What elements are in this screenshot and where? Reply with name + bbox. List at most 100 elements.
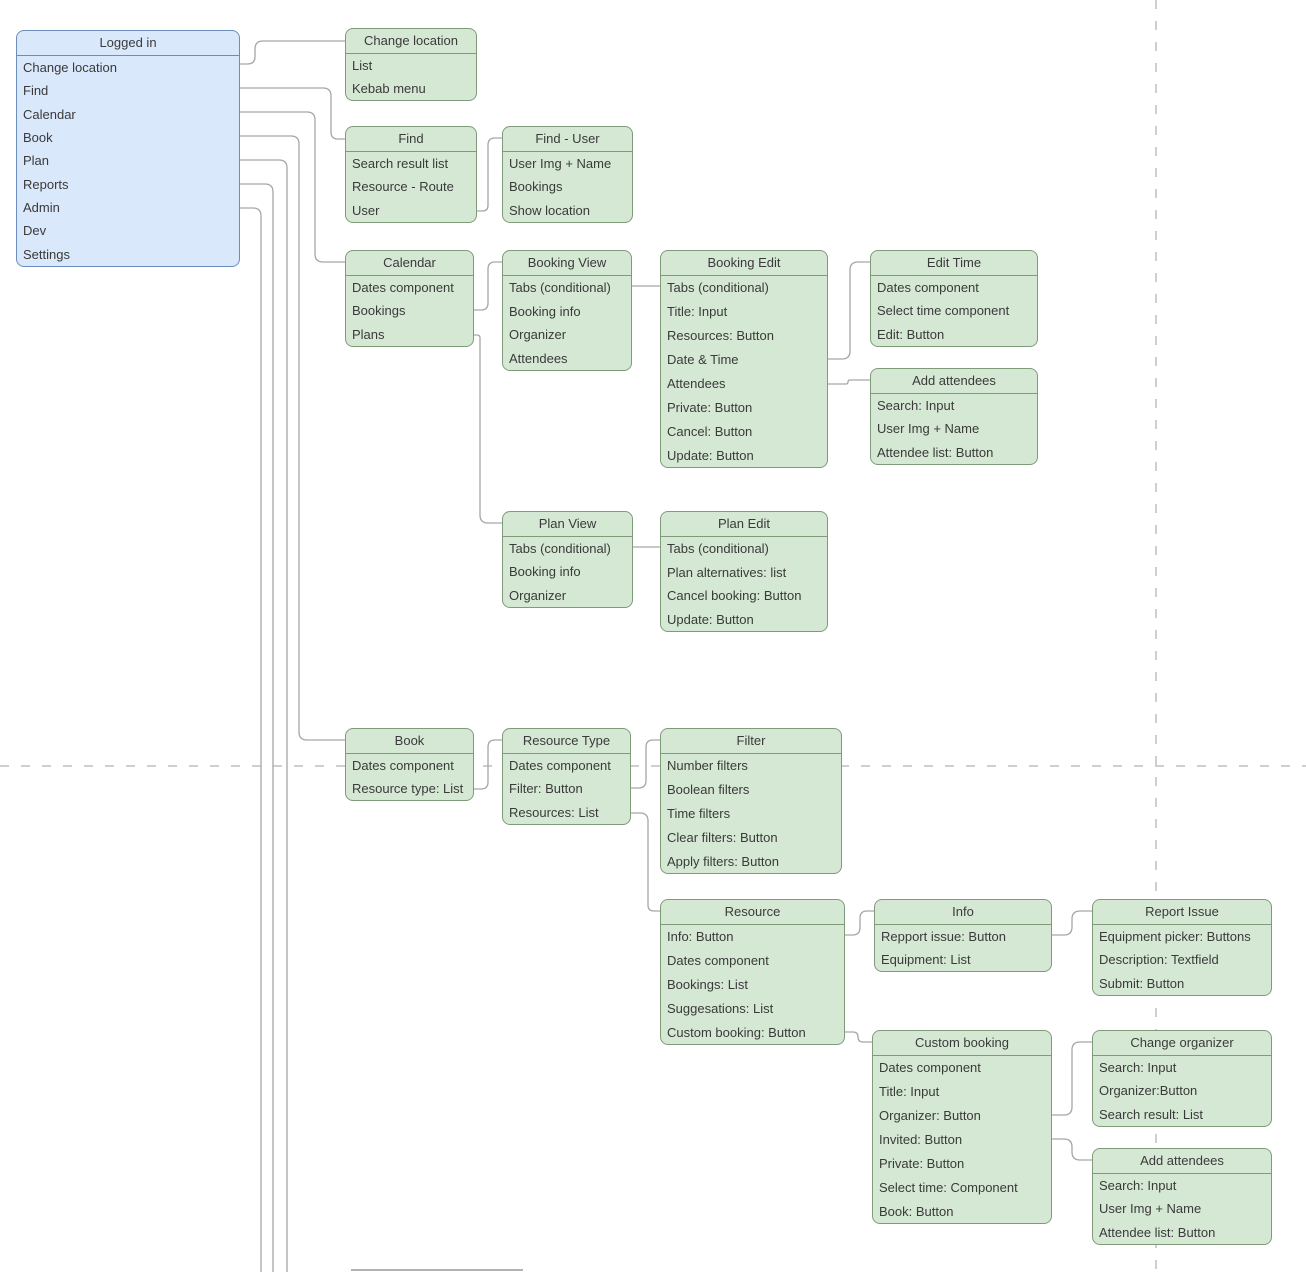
edge-logged-in:change-location--change-location[interactable] bbox=[240, 40, 345, 65]
node-row[interactable]: Dates component bbox=[509, 758, 611, 774]
node-row[interactable]: Dates component bbox=[352, 758, 454, 773]
edge-logged-in:book--book[interactable] bbox=[240, 135, 345, 741]
node-row[interactable]: Dates component bbox=[879, 1060, 981, 1076]
node-row[interactable]: Bookings: List bbox=[667, 976, 748, 992]
node-row[interactable]: Update: Button bbox=[667, 611, 754, 627]
node-row[interactable]: Book: Button bbox=[879, 1203, 954, 1219]
node-row[interactable]: Tabs (conditional) bbox=[509, 280, 611, 296]
node-row[interactable]: Search: Input bbox=[1099, 1060, 1177, 1076]
node-row[interactable]: Booking info bbox=[509, 564, 581, 580]
node-row[interactable]: Show location bbox=[509, 202, 590, 218]
node-row[interactable]: Attendees bbox=[667, 375, 726, 391]
node-row[interactable]: Private: Button bbox=[879, 1155, 965, 1171]
node-row[interactable]: Tabs (conditional) bbox=[667, 541, 769, 557]
node-row[interactable]: Resource - Route bbox=[352, 179, 454, 195]
node-row[interactable]: Admin bbox=[23, 200, 60, 216]
node-row[interactable]: Search result list bbox=[352, 156, 449, 172]
node-row[interactable]: Resources: List bbox=[509, 804, 599, 820]
node-row[interactable]: Organizer bbox=[509, 587, 567, 603]
edge-custom-booking:organizer--change-organizer[interactable] bbox=[1052, 1041, 1092, 1116]
node-row[interactable]: Plan bbox=[23, 153, 50, 169]
edge-book:resource-type--resource-type[interactable] bbox=[474, 739, 502, 790]
node-row[interactable]: Calendar bbox=[23, 106, 76, 122]
node-row[interactable]: Book bbox=[23, 130, 53, 146]
node-row[interactable]: List bbox=[352, 58, 373, 73]
node-row[interactable]: Tabs (conditional) bbox=[667, 280, 769, 296]
node-row[interactable]: Dev bbox=[23, 223, 47, 239]
node-row[interactable]: Submit: Button bbox=[1099, 975, 1185, 991]
edge-info:repport-issue--report-issue[interactable] bbox=[1052, 910, 1092, 936]
node-row[interactable]: Bookings bbox=[509, 179, 563, 195]
node-row[interactable]: Organizer:Button bbox=[1099, 1083, 1198, 1099]
edge-logged-in:reports--off-canvas-bottom[interactable] bbox=[240, 183, 274, 1272]
node-row[interactable]: Update: Button bbox=[667, 447, 754, 463]
node-row[interactable]: Dates component bbox=[352, 280, 454, 296]
node-row[interactable]: Search: Input bbox=[1099, 1178, 1177, 1194]
node-row[interactable]: Equipment picker: Buttons bbox=[1099, 929, 1251, 945]
node-row[interactable]: Custom booking: Button bbox=[667, 1024, 806, 1040]
node-row[interactable]: Select time component bbox=[877, 303, 1010, 319]
node-row[interactable]: Private: Button bbox=[667, 399, 753, 415]
node-row[interactable]: Attendee list: Button bbox=[877, 444, 994, 460]
node-row[interactable]: Filter: Button bbox=[509, 781, 583, 797]
node-row[interactable]: Resource type: List bbox=[352, 781, 464, 796]
node-row[interactable]: Search: Input bbox=[877, 398, 955, 414]
node-row[interactable]: Title: Input bbox=[879, 1084, 940, 1100]
node-row[interactable]: Time filters bbox=[667, 805, 731, 821]
node-row[interactable]: Kebab menu bbox=[352, 81, 426, 96]
edge-resource:custom-booking--custom-booking[interactable] bbox=[845, 1031, 872, 1043]
node-row[interactable]: Description: Textfield bbox=[1099, 952, 1219, 968]
node-row[interactable]: Equipment: List bbox=[881, 952, 971, 967]
edge-custom-booking:invited--add-attendees-custom[interactable] bbox=[1052, 1138, 1092, 1161]
node-row[interactable]: User Img + Name bbox=[877, 421, 980, 437]
node-row[interactable]: Attendee list: Button bbox=[1099, 1224, 1216, 1240]
edge-booking-edit:date-time--edit-time[interactable] bbox=[828, 261, 870, 360]
node-row[interactable]: Repport issue: Button bbox=[881, 929, 1007, 944]
edge-calendar:bookings--booking-view[interactable] bbox=[474, 261, 502, 311]
node-row[interactable]: Cancel: Button bbox=[667, 423, 753, 439]
node-row[interactable]: Apply filters: Button bbox=[667, 853, 779, 869]
node-row[interactable]: Reports bbox=[23, 176, 69, 192]
node-row[interactable]: Bookings bbox=[352, 303, 406, 319]
edge-logged-in:calendar--calendar[interactable] bbox=[240, 111, 345, 263]
node-row[interactable]: Clear filters: Button bbox=[667, 829, 778, 845]
node-row[interactable]: Organizer bbox=[509, 327, 567, 343]
node-row[interactable]: Title: Input bbox=[667, 304, 728, 320]
node-row[interactable]: Select time: Component bbox=[879, 1179, 1018, 1195]
node-row[interactable]: Boolean filters bbox=[667, 782, 750, 798]
node-row[interactable]: Dates component bbox=[667, 953, 769, 969]
node-row[interactable]: Settings bbox=[23, 246, 70, 262]
edge-logged-in:plan--off-canvas-bottom[interactable] bbox=[240, 159, 288, 1272]
node-row[interactable]: Suggesations: List bbox=[667, 1000, 774, 1016]
node-row[interactable]: Dates component bbox=[877, 280, 979, 296]
node-row[interactable]: User Img + Name bbox=[509, 156, 612, 172]
node-row[interactable]: Plans bbox=[352, 326, 385, 342]
node-row[interactable]: Attendees bbox=[509, 350, 568, 366]
node-row[interactable]: Change location bbox=[23, 60, 117, 76]
edge-find:user--find-user[interactable] bbox=[477, 137, 502, 212]
node-row[interactable]: Invited: Button bbox=[879, 1132, 963, 1147]
node-row[interactable]: Plan alternatives: list bbox=[667, 564, 787, 580]
node-row[interactable]: Booking info bbox=[509, 303, 581, 319]
node-row[interactable]: Find bbox=[23, 83, 49, 99]
node-row[interactable]: Search result: List bbox=[1099, 1106, 1204, 1122]
edge-booking-edit:attendees--add-attendees-booking[interactable] bbox=[828, 379, 870, 385]
node-row[interactable]: User Img + Name bbox=[1099, 1201, 1202, 1217]
node-row[interactable]: Tabs (conditional) bbox=[509, 541, 611, 557]
node-row[interactable]: Organizer: Button bbox=[879, 1108, 981, 1124]
